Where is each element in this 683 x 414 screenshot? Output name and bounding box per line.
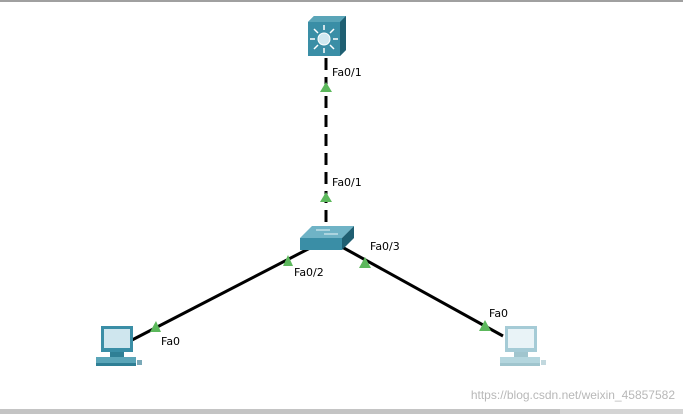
port-label: Fa0/2 [294,266,324,279]
multilayer-switch-icon[interactable] [308,16,346,56]
link-up-indicator [320,82,332,92]
pc-icon[interactable] [500,326,546,366]
link-switch-pc-right[interactable] [341,245,504,338]
horizontal-scrollbar[interactable] [0,409,683,414]
watermark: https://blog.csdn.net/weixin_45857582 [470,388,675,402]
port-label: Fa0 [489,307,508,320]
port-label: Fa0/1 [332,176,362,189]
top-border [0,0,683,2]
link-up-indicator [150,321,161,332]
link-up-indicator [479,320,491,331]
link-up-indicator [359,257,371,268]
switch-icon[interactable] [300,226,354,250]
port-label: Fa0/1 [332,66,362,79]
link-up-indicator [283,255,293,266]
link-up-indicator [320,192,332,202]
port-label: Fa0 [161,335,180,348]
pc-icon[interactable] [96,326,142,366]
link-switch-pc-left[interactable] [131,245,313,342]
scrollbar-thumb[interactable] [0,409,560,414]
port-label: Fa0/3 [370,240,400,253]
